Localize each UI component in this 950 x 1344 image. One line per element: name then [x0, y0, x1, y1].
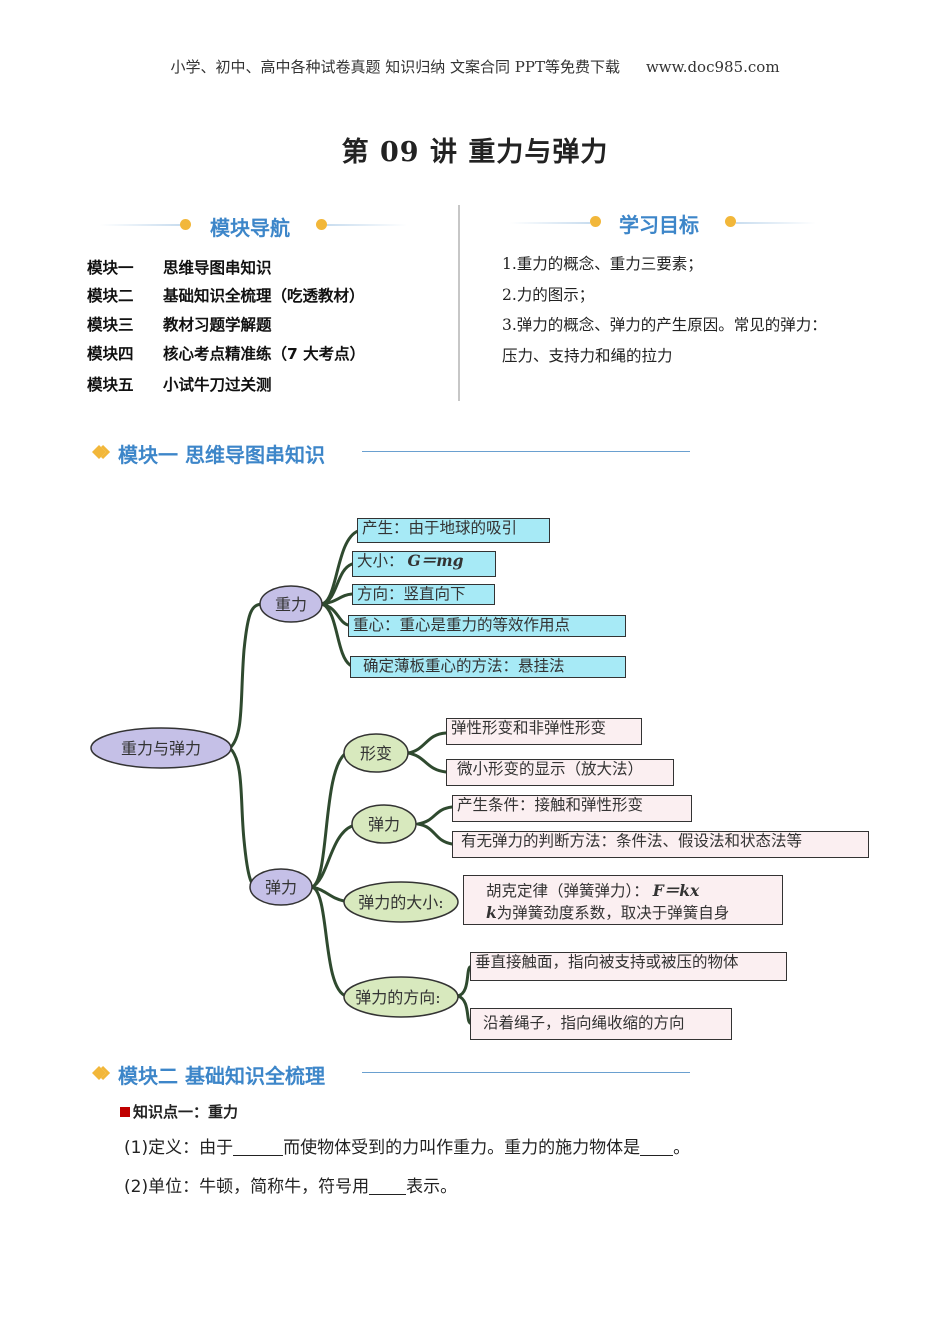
elastic-node-label: 弹力 — [265, 878, 297, 897]
goals-heading-dot-left — [590, 216, 601, 227]
goals-heading-line-left — [510, 222, 590, 224]
size-node-label: 弹力的大小: — [358, 893, 443, 912]
goal-item-3: 3.弹力的概念、弹力的产生原因。常见的弹力： — [502, 316, 827, 334]
paragraph-definition: (1)定义：由于而使物体受到的力叫作重力。重力的施力物体是。 — [124, 1138, 691, 1158]
deform-node-label: 形变 — [360, 744, 392, 763]
goals-heading-line-right — [736, 222, 816, 224]
gravity-item-direction: 方向：竖直向下 — [352, 584, 495, 605]
branch-gravity-5 — [320, 602, 352, 667]
gravity-node-label: 重力 — [275, 595, 307, 614]
nav-item-2[interactable]: 模块二基础知识全梳理（吃透教材） — [87, 287, 365, 305]
branch-force-2 — [416, 822, 454, 846]
deform-item-2: 微小形变的显示（放大法） — [446, 759, 674, 786]
direction-node-label: 弹力的方向: — [355, 988, 440, 1007]
force-item-1: 产生条件：接触和弹性形变 — [452, 795, 692, 822]
deform-node — [343, 733, 409, 773]
nav-item-3[interactable]: 模块三教材习题学解题 — [87, 316, 272, 334]
header-text: 小学、初中、高中各种试卷真题 知识归纳 文案合同 PPT等免费下载 — [170, 58, 620, 76]
branch-root-gravity — [228, 602, 264, 750]
hooke-formula: F＝kx — [652, 881, 700, 900]
module2-heading-line — [362, 1072, 690, 1073]
direction-item-2: 沿着绳子，指向绳收缩的方向 — [470, 1008, 732, 1040]
branch-deform-1 — [406, 731, 448, 755]
goals-heading: 学习目标 — [619, 213, 699, 237]
branch-gravity-3 — [320, 592, 354, 606]
force-node — [351, 804, 417, 844]
force-item-2: 有无弹力的判断方法：条件法、假设法和状态法等 — [452, 831, 869, 858]
root-node — [90, 727, 232, 769]
header-url[interactable]: www.doc985.com — [645, 58, 780, 76]
size-node — [343, 881, 459, 923]
branch-root-elastic — [228, 746, 260, 889]
nav-item-1[interactable]: 模块一思维导图串知识 — [87, 259, 272, 277]
root-node-label: 重力与弹力 — [121, 739, 201, 758]
nav-heading-dot-left — [180, 219, 191, 230]
module1-heading-line — [362, 451, 690, 452]
goal-item-4: 压力、支持力和绳的拉力 — [502, 347, 673, 365]
paragraph-unit: (2)单位：牛顿，简称牛，符号用表示。 — [124, 1177, 458, 1197]
nav-item-5[interactable]: 模块五小试牛刀过关测 — [87, 376, 272, 394]
knowledge-point-title: 知识点一：重力 — [120, 1101, 238, 1122]
branch-elastic-deform — [310, 751, 348, 889]
goals-heading-dot-right — [725, 216, 736, 227]
nav-heading-line-right — [327, 224, 407, 226]
gravity-item-origin: 产生：由于地球的吸引 — [357, 518, 550, 543]
branch-elastic-direction — [310, 885, 348, 998]
module1-heading: 模块一 思维导图串知识 — [118, 443, 325, 467]
nav-item-4[interactable]: 模块四核心考点精准练（7 大考点） — [87, 345, 366, 363]
nav-heading-line-left — [100, 224, 180, 226]
blank-1[interactable] — [233, 1138, 284, 1156]
page-title: 第 09 讲 重力与弹力 — [341, 137, 609, 168]
branch-deform-2 — [406, 751, 448, 774]
goal-item-1: 1.重力的概念、重力三要素； — [502, 255, 703, 273]
branch-direction-1 — [456, 965, 472, 998]
red-square-icon — [120, 1107, 130, 1117]
mindmap-diagram: 重力与弹力 重力 弹力 形变 弹力 弹力的大小: 弹力的方向: — [90, 529, 472, 1025]
branch-force-1 — [416, 805, 454, 826]
gravity-node — [259, 585, 323, 623]
nav-heading-dot-right — [316, 219, 327, 230]
diamond-arrow-icon — [92, 444, 111, 460]
gravity-item-method: 确定薄板重心的方法：悬挂法 — [350, 656, 626, 678]
nav-heading: 模块导航 — [210, 216, 290, 240]
force-node-label: 弹力 — [368, 815, 400, 834]
deform-item-1: 弹性形变和非弹性形变 — [446, 718, 642, 745]
elastic-node — [249, 868, 313, 906]
gravity-item-center: 重心：重心是重力的等效作用点 — [348, 615, 626, 637]
branch-direction-2 — [456, 994, 472, 1025]
direction-item-1: 垂直接触面，指向被支持或被压的物体 — [470, 952, 787, 981]
module2-heading: 模块二 基础知识全梳理 — [118, 1064, 325, 1088]
branch-elastic-force — [310, 824, 354, 889]
goal-item-2: 2.力的图示； — [502, 286, 595, 304]
gravity-item-magnitude: 大小：G＝mg — [352, 551, 496, 577]
gravity-formula: G＝mg — [407, 551, 464, 570]
blank-2[interactable] — [640, 1138, 674, 1156]
page-header: 小学、初中、高中各种试卷真题 知识归纳 文案合同 PPT等免费下载 www.doc… — [0, 56, 950, 77]
diamond-arrow-icon — [92, 1065, 111, 1081]
direction-node — [343, 976, 459, 1018]
size-item: 胡克定律（弹簧弹力）：F＝kx k为弹簧劲度系数，取决于弹簧自身 — [463, 875, 783, 925]
column-separator — [458, 205, 460, 401]
blank-3[interactable] — [369, 1177, 407, 1195]
